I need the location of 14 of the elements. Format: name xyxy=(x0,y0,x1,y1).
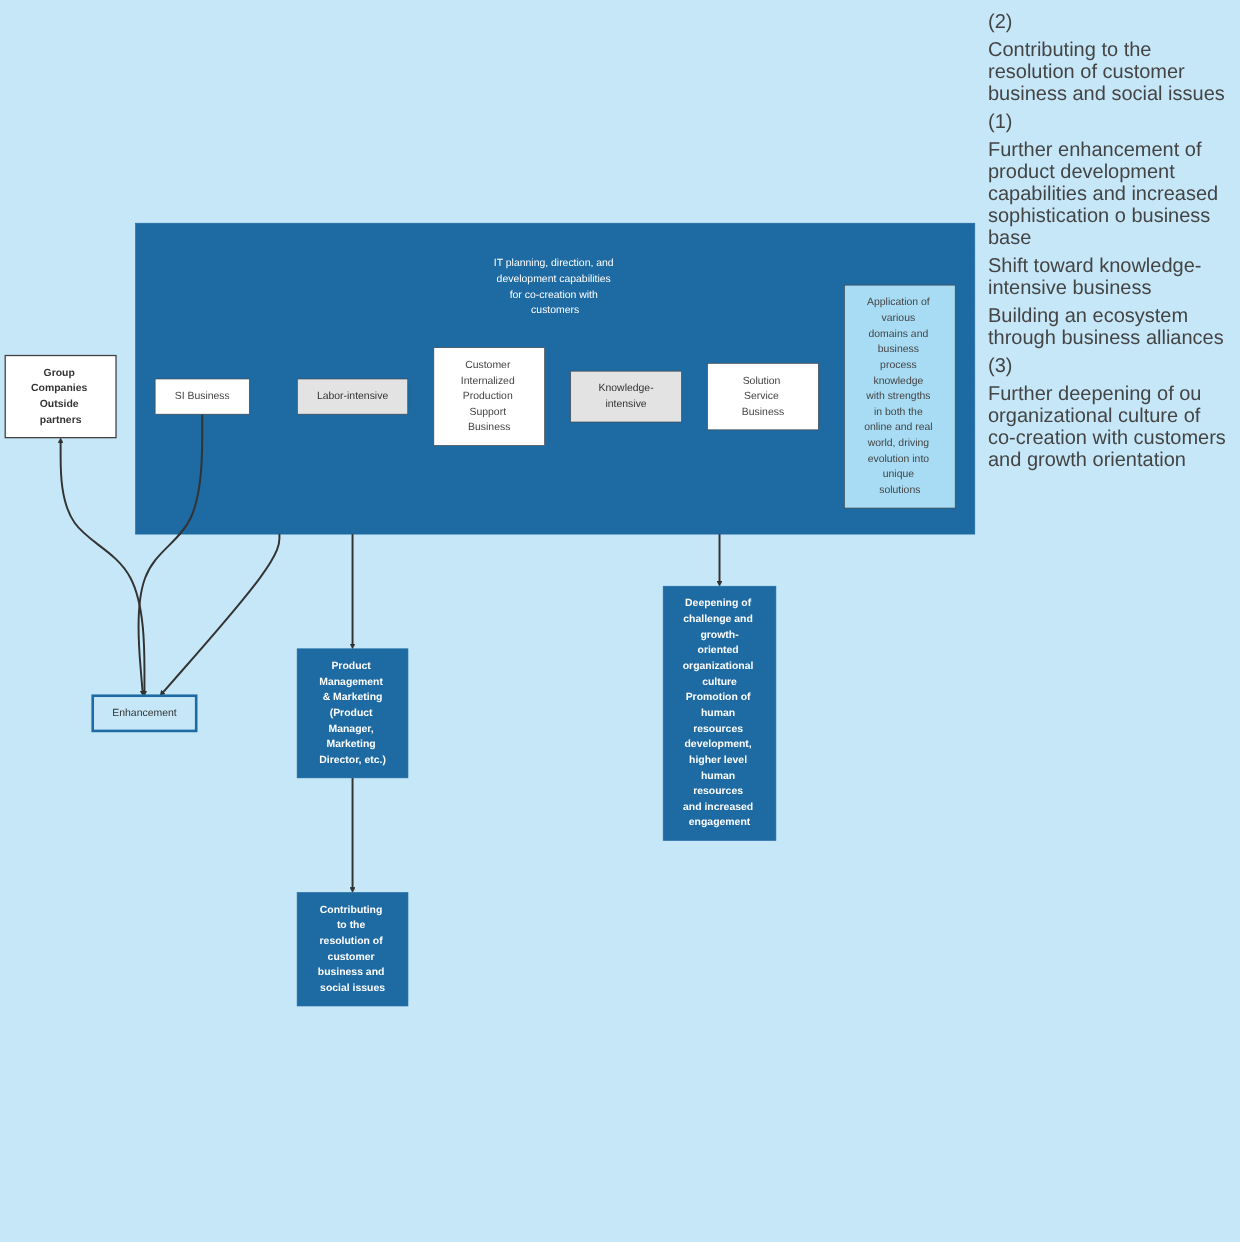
side-note: (2) xyxy=(988,12,1015,34)
arrow xyxy=(57,438,148,697)
arrow xyxy=(349,533,356,650)
side-note: Further enhancement of product development capabilities and increased sophistication o business base xyxy=(988,140,1221,250)
arrow xyxy=(137,413,204,697)
side-note: Building an ecosystem through business alliances xyxy=(988,306,1226,350)
arrow xyxy=(349,777,356,894)
arrow xyxy=(159,533,281,697)
side-note: Contributing to the resolution of customer business and social issues xyxy=(988,40,1227,106)
side-note: Further deepening of ou organizational culture of co-creation with customers and growth orientation xyxy=(988,384,1228,472)
side-note: (3) xyxy=(988,356,1015,378)
arrow xyxy=(716,533,723,587)
side-note: (1) xyxy=(988,112,1015,134)
side-note: Shift toward knowledge-intensive business xyxy=(988,256,1204,300)
